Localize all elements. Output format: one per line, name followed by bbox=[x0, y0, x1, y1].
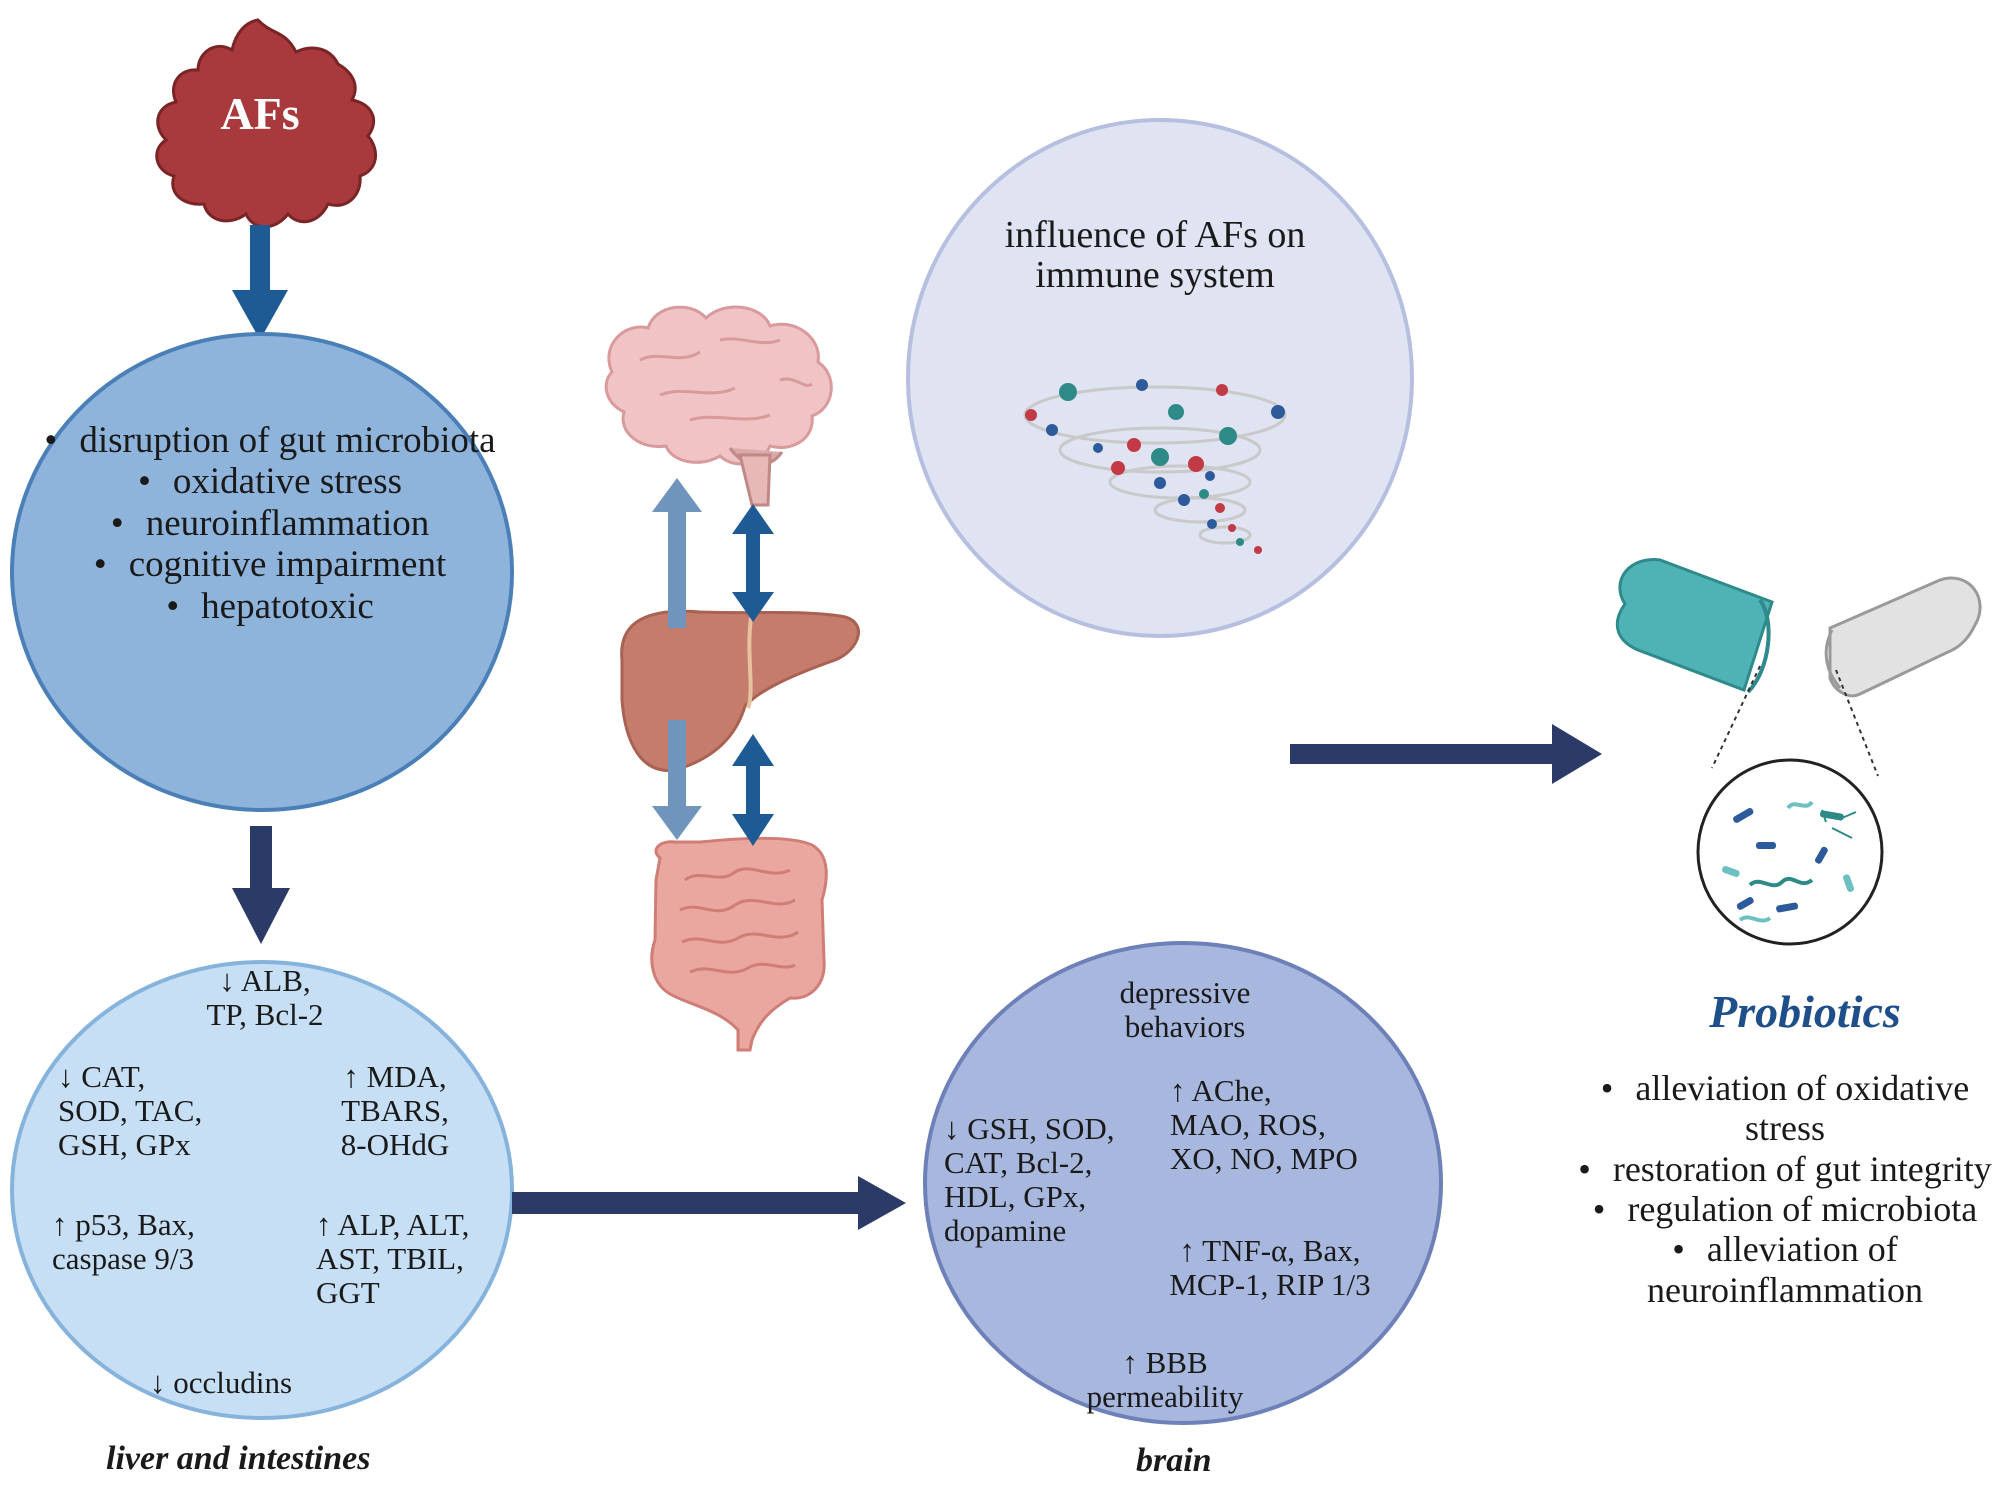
arrow-afs-to-effects bbox=[232, 225, 288, 340]
bbb-line: permeability bbox=[1086, 1379, 1244, 1415]
zoom-line-left bbox=[1711, 665, 1761, 769]
p53-line: ↑ p53, Bax, bbox=[52, 1207, 195, 1242]
effect-item: oxidative stress bbox=[40, 461, 500, 502]
light-double-arrow-top bbox=[652, 478, 702, 628]
probiotics-benefits-list: alleviation of oxidative stress restorat… bbox=[1565, 1068, 2005, 1310]
benefit-item: restoration of gut integrity bbox=[1565, 1149, 2005, 1189]
alp-line: GGT bbox=[316, 1275, 380, 1311]
liver-cat-label: ↓ CAT, SOD, TAC, GSH, GPx bbox=[58, 1059, 203, 1163]
ache-line: MAO, ROS, bbox=[1170, 1107, 1326, 1143]
effect-item: hepatotoxic bbox=[40, 586, 500, 627]
immune-title: influence of AFs on immune system bbox=[1004, 214, 1306, 296]
liver-intestines-caption: liver and intestines bbox=[106, 1440, 371, 1477]
mda-line: 8-OHdG bbox=[340, 1127, 450, 1163]
dark-double-arrow-bottom bbox=[732, 734, 774, 846]
bbb-line: ↑ BBB bbox=[1122, 1345, 1208, 1380]
depressive-line: behaviors bbox=[1124, 1009, 1246, 1045]
brain-caption: brain bbox=[1136, 1442, 1212, 1479]
brain-ache-label: ↑ AChe, MAO, ROS, XO, NO, MPO bbox=[1170, 1073, 1358, 1177]
alb-line-2: TP, Bcl-2 bbox=[206, 997, 324, 1033]
alp-line: ↑ ALP, ALT, bbox=[316, 1207, 470, 1242]
brain-circle bbox=[923, 941, 1443, 1425]
liver-mda-label: ↑ MDA, TBARS, 8-OHdG bbox=[320, 1059, 470, 1163]
cat-line: GSH, GPx bbox=[58, 1127, 191, 1163]
liver-occludins-label: ↓ occludins bbox=[150, 1365, 293, 1400]
light-double-arrow-bottom bbox=[652, 720, 702, 840]
brain-gsh-label: ↓ GSH, SOD, CAT, Bcl-2, HDL, GPx, dopami… bbox=[944, 1111, 1115, 1249]
dark-double-arrow-top bbox=[732, 504, 774, 622]
liver-p53-label: ↑ p53, Bax, caspase 9/3 bbox=[52, 1207, 195, 1277]
zoom-line-right bbox=[1835, 669, 1879, 777]
probiotics-title: Probiotics bbox=[1709, 986, 1901, 1037]
p53-line: caspase 9/3 bbox=[52, 1241, 195, 1277]
arrow-liver-to-brain bbox=[512, 1176, 906, 1230]
effect-item: disruption of gut microbiota bbox=[40, 420, 500, 461]
ache-line: ↑ AChe, bbox=[1170, 1073, 1272, 1108]
bacteria-lens-icon bbox=[1696, 758, 1884, 946]
gsh-line: CAT, Bcl-2, bbox=[944, 1145, 1093, 1181]
liver-icon bbox=[620, 609, 860, 772]
probiotic-capsule-icon bbox=[1615, 558, 1982, 698]
effect-item: neuroinflammation bbox=[40, 503, 500, 544]
afs-label: AFs bbox=[220, 88, 300, 139]
effect-item: cognitive impairment bbox=[40, 544, 500, 585]
alp-line: AST, TBIL, bbox=[316, 1241, 464, 1277]
arrow-effects-to-liver bbox=[232, 826, 290, 944]
liver-alb-label: ↓ ALB, TP, Bcl-2 bbox=[180, 963, 350, 1033]
brain-depressive-label: depressive behaviors bbox=[1090, 975, 1280, 1045]
liver-alp-label: ↑ ALP, ALT, AST, TBIL, GGT bbox=[316, 1207, 470, 1311]
cat-line: ↓ CAT, bbox=[58, 1059, 146, 1094]
benefit-item: alleviation of oxidative stress bbox=[1565, 1068, 2005, 1149]
effects-list: disruption of gut microbiota oxidative s… bbox=[40, 420, 500, 627]
gsh-line: HDL, GPx, bbox=[944, 1179, 1087, 1215]
liver-intestines-circle bbox=[10, 960, 514, 1420]
arrow-to-probiotics bbox=[1290, 724, 1602, 784]
benefit-item: regulation of microbiota bbox=[1565, 1189, 2005, 1229]
benefit-item: alleviation of neuroinflammation bbox=[1565, 1229, 2005, 1310]
gsh-line: ↓ GSH, SOD, bbox=[944, 1111, 1115, 1146]
brain-bbb-label: ↑ BBB permeability bbox=[1060, 1345, 1270, 1415]
immune-circle bbox=[906, 118, 1414, 638]
mda-line: ↑ MDA, bbox=[343, 1059, 447, 1094]
brain-tnf-label: ↑ TNF-α, Bax, MCP-1, RIP 1/3 bbox=[1150, 1233, 1390, 1303]
intestines-icon bbox=[650, 836, 828, 1052]
ache-line: XO, NO, MPO bbox=[1170, 1141, 1358, 1177]
brain-icon bbox=[604, 305, 833, 507]
tnf-line: MCP-1, RIP 1/3 bbox=[1169, 1267, 1371, 1303]
gsh-line: dopamine bbox=[944, 1213, 1067, 1249]
alb-line: ↓ ALB, bbox=[219, 963, 311, 998]
depressive-line: depressive bbox=[1119, 975, 1251, 1010]
tnf-line: ↑ TNF-α, Bax, bbox=[1179, 1233, 1361, 1268]
cat-line: SOD, TAC, bbox=[58, 1093, 203, 1129]
immune-cells-swirl-icon bbox=[1023, 379, 1287, 554]
mda-line: TBARS, bbox=[341, 1093, 449, 1129]
